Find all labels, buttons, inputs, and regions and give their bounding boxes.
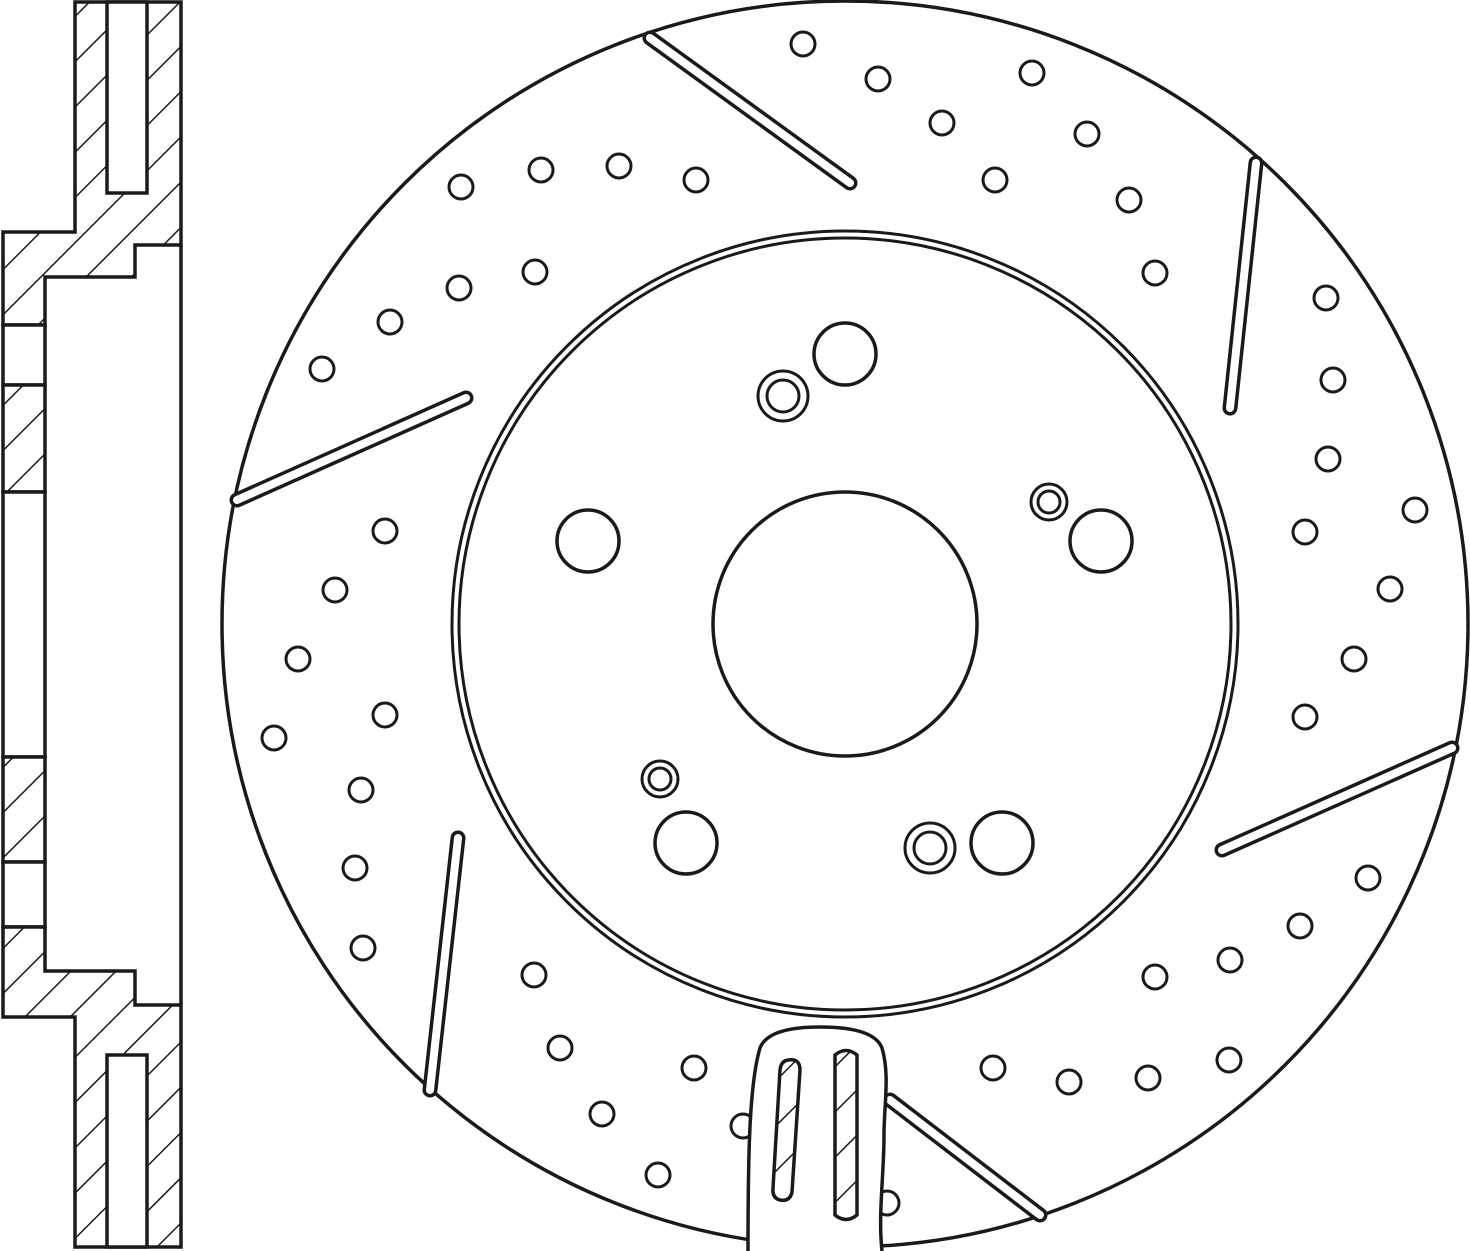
- drill-hole: [789, 30, 817, 58]
- drill-hole: [682, 166, 710, 194]
- hat-outer-ring: [450, 229, 1240, 1019]
- bolt-hole: [812, 321, 878, 387]
- hat-inner-ring: [457, 236, 1233, 1012]
- tab-slot-right: [833, 1048, 859, 1222]
- drill-hole: [981, 166, 1009, 194]
- slot: [229, 390, 474, 508]
- locator-hole: [1029, 482, 1069, 522]
- slot: [1222, 155, 1264, 416]
- drill-hole: [1291, 518, 1319, 546]
- drill-hole: [1319, 366, 1347, 394]
- drill-hole: [1312, 284, 1340, 312]
- bolt-holes: [555, 321, 1134, 876]
- drill-hole: [1401, 496, 1429, 524]
- drill-hole: [1291, 703, 1319, 731]
- drill-hole: [864, 65, 892, 93]
- section-bottom-vent: [105, 1053, 149, 1249]
- bolt-hole: [555, 508, 621, 574]
- section-window-2: [1, 860, 47, 929]
- slot: [422, 830, 466, 1098]
- tab-outline: [746, 1025, 888, 1251]
- drill-holes: [260, 30, 1429, 1217]
- section-top-vent: [105, 0, 149, 195]
- drill-hole: [588, 1100, 616, 1128]
- locator-hole: [903, 821, 957, 875]
- slots: [229, 30, 1460, 1223]
- section-bottom-material: [1, 925, 183, 1249]
- drill-hole: [680, 1054, 708, 1082]
- locator-holes: [640, 369, 1069, 875]
- section-window-1: [1, 323, 47, 387]
- drill-hole: [1141, 259, 1169, 287]
- drill-hole: [347, 776, 375, 804]
- drill-hole: [341, 854, 369, 882]
- drill-hole: [1055, 1068, 1083, 1096]
- drill-hole: [284, 645, 312, 673]
- drill-hole: [1286, 912, 1314, 940]
- drill-hole: [605, 152, 633, 180]
- bolt-hole: [653, 810, 719, 876]
- locator-hole: [756, 369, 810, 423]
- drill-hole: [1134, 1064, 1162, 1092]
- locator-hole: [640, 759, 680, 799]
- drill-hole: [979, 1054, 1007, 1082]
- drill-hole: [521, 258, 549, 286]
- drill-hole: [1314, 445, 1342, 473]
- drill-hole: [321, 576, 349, 604]
- drill-hole: [308, 355, 336, 383]
- tab-slot-left: [771, 1057, 802, 1203]
- wear-indicator-tab: [746, 1025, 888, 1251]
- drill-hole: [1376, 575, 1404, 603]
- drill-hole: [644, 1161, 672, 1189]
- section-hatch-2: [1, 755, 47, 864]
- drill-hole: [1354, 864, 1382, 892]
- center-bore: [711, 490, 979, 758]
- drill-hole: [1018, 59, 1046, 87]
- drill-hole: [445, 274, 473, 302]
- cross-section-view: [1, 0, 183, 1249]
- drill-hole: [527, 156, 555, 184]
- drill-hole: [371, 701, 399, 729]
- slot: [642, 30, 858, 191]
- drill-hole: [349, 934, 377, 962]
- drill-hole: [520, 961, 548, 989]
- drill-hole: [447, 173, 475, 201]
- drill-hole: [376, 308, 404, 336]
- slot: [1214, 740, 1460, 858]
- slot: [882, 1092, 1048, 1223]
- section-top-material: [1, 0, 183, 327]
- drill-hole: [1115, 186, 1143, 214]
- section-hatch-1: [1, 383, 47, 494]
- drill-hole: [1340, 645, 1368, 673]
- drill-hole: [371, 517, 399, 545]
- drill-hole: [546, 1034, 574, 1062]
- drill-hole: [1216, 946, 1244, 974]
- drill-hole: [928, 109, 956, 137]
- section-open: [1, 490, 47, 759]
- bolt-hole: [1068, 508, 1134, 574]
- bolt-hole: [969, 810, 1035, 876]
- drill-hole: [1141, 963, 1169, 991]
- drill-hole: [260, 724, 288, 752]
- drill-hole: [1073, 120, 1101, 148]
- drill-hole: [1215, 1046, 1243, 1074]
- front-view: [220, 0, 1470, 1251]
